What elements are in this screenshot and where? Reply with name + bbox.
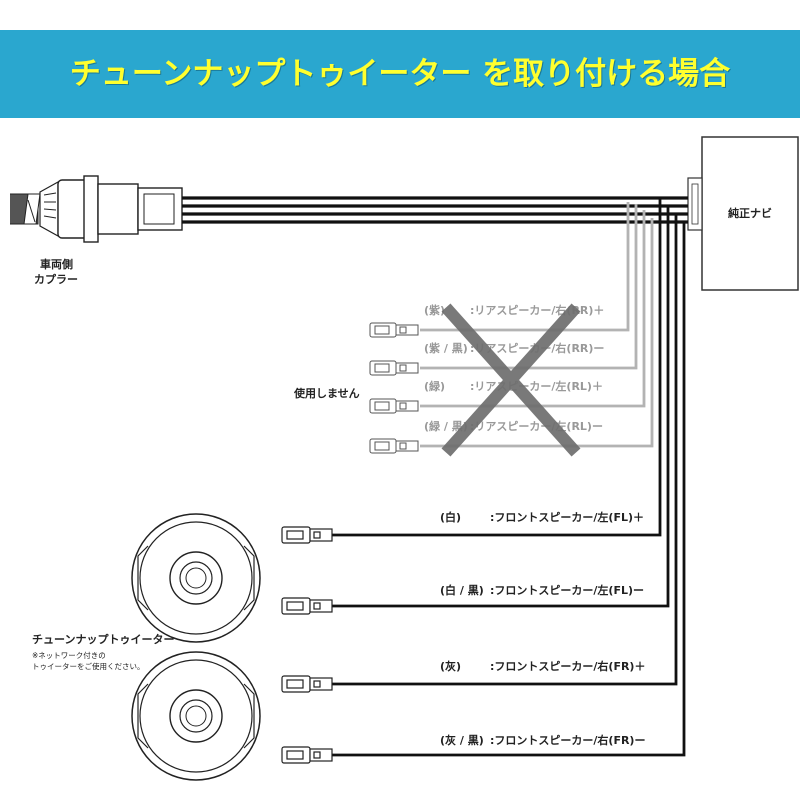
rl-plus-color: (緑) [424, 379, 445, 393]
fr-plus-desc: :フロントスピーカー/右(FR)＋ [490, 659, 645, 673]
front-terminals [281, 526, 333, 764]
rr-plus-color: (紫) [424, 303, 445, 317]
navi-box [701, 136, 799, 291]
tweeter-note-line1: ※ネットワーク付きの [32, 650, 106, 660]
terminal-fl-plus [281, 526, 333, 544]
terminal-fr-minus [281, 746, 333, 764]
fr-minus-color: (灰 / 黒) [440, 733, 484, 747]
navi-label: 純正ナビ [728, 206, 772, 220]
fl-plus-desc: :フロントスピーカー/左(FL)＋ [490, 510, 644, 524]
fl-minus-desc: :フロントスピーカー/左(FL)ー [490, 583, 644, 597]
front-wires [330, 198, 686, 757]
tweeter-left-icon [131, 513, 261, 643]
terminal-fl-minus [281, 597, 333, 615]
unused-label: 使用しません [293, 386, 360, 400]
terminal-rr-plus [369, 322, 419, 338]
rr-plus-desc: :リアスピーカー/右(RR)＋ [470, 303, 604, 317]
not-used-cross-icon [441, 303, 581, 457]
coupler-label-line2: カプラー [34, 272, 78, 286]
navi-connector [687, 177, 703, 231]
rl-minus-color: (緑 / 黒) [424, 419, 468, 433]
terminal-fr-plus [281, 675, 333, 693]
terminal-rl-minus [369, 438, 419, 454]
fl-plus-color: (白) [440, 510, 461, 524]
terminal-rr-minus [369, 360, 419, 376]
fr-minus-desc: :フロントスピーカー/右(FR)ー [490, 733, 645, 747]
coupler-label-line1: 車両側 [40, 257, 73, 271]
tweeter-right-icon [131, 651, 261, 781]
tweeter-note-line2: トゥイーターをご使用ください。 [32, 661, 145, 671]
tweeter-label: チューンナップトゥイーター [32, 632, 174, 646]
terminal-rl-plus [369, 398, 419, 414]
main-harness [182, 196, 688, 224]
unused-terminals [369, 322, 419, 454]
rl-minus-desc: :リアスピーカー/左(RL)ー [470, 419, 603, 433]
page-title: チューンナップトゥイーター を取り付ける場合 [69, 56, 731, 92]
fl-minus-color: (白 / 黒) [440, 583, 484, 597]
rl-plus-desc: :リアスピーカー/左(RL)＋ [470, 379, 603, 393]
fr-plus-color: (灰) [440, 659, 461, 673]
vehicle-coupler [10, 175, 183, 243]
rr-minus-color: (紫 / 黒) [424, 341, 468, 355]
header-banner: チューンナップトゥイーター を取り付ける場合 [0, 30, 800, 118]
